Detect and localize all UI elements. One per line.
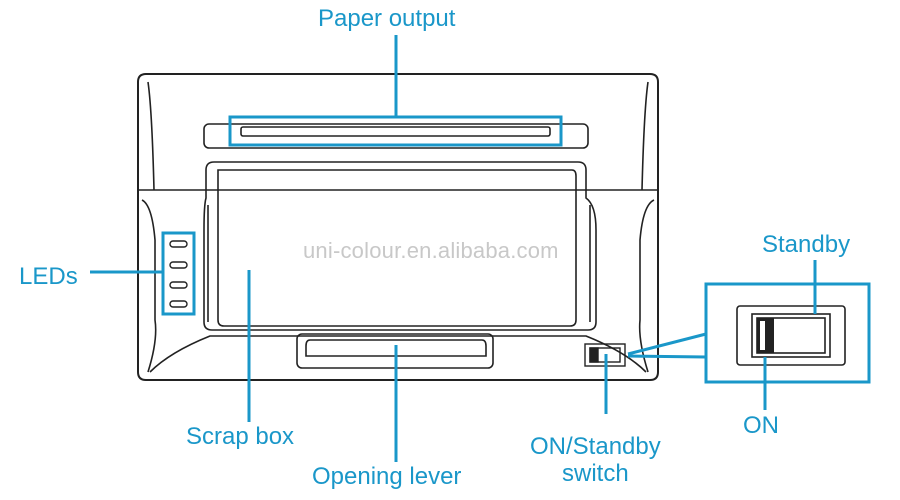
scrap-box-front	[217, 169, 577, 327]
leds-highlight	[161, 231, 196, 316]
standby-label: Standby	[762, 231, 851, 258]
power-switch-label-line2: switch	[562, 460, 629, 487]
opening-lever-label: Opening lever	[312, 463, 462, 490]
body-bottom-contour	[149, 335, 647, 373]
small-switch-on-side	[589, 347, 599, 363]
slot-outer-housing	[203, 123, 589, 149]
body-lower-contour-right	[638, 199, 655, 373]
switch-detail-on-side	[757, 318, 774, 353]
switch-detail-on-highlight	[760, 321, 765, 350]
paper-output-highlight	[228, 115, 563, 147]
printer-body	[137, 73, 659, 381]
switch-detail-frame	[704, 282, 871, 384]
switch-detail-recess	[751, 313, 831, 358]
power-switch-label-line1: ON/Standby	[530, 433, 661, 460]
scrap-box	[203, 161, 597, 331]
watermark-text: uni-colour.en.alibaba.com	[303, 238, 559, 263]
scrap-box-frame	[203, 161, 597, 331]
on-label: ON	[743, 412, 779, 439]
paper-output-slot	[203, 123, 589, 149]
body-lower-contour-left	[141, 199, 157, 373]
detail-connector-bottom	[627, 354, 707, 359]
led-3	[169, 281, 188, 289]
switch-detail-bezel	[736, 305, 846, 366]
switch-detail	[704, 282, 871, 384]
paper-output-label: Paper output	[318, 5, 456, 32]
callout-markers	[90, 35, 817, 462]
led-2	[169, 261, 188, 269]
led-1	[169, 240, 188, 248]
slot-opening	[240, 126, 551, 137]
body-top-inner-line	[147, 81, 649, 191]
led-indicators	[169, 240, 188, 308]
power-switch-label: ON/Standby switch	[530, 433, 661, 487]
led-4	[169, 300, 188, 308]
scrap-box-label: Scrap box	[186, 423, 295, 450]
lever-grip	[305, 339, 487, 357]
detail-connector-top	[627, 332, 707, 356]
body-outline	[137, 73, 659, 381]
leds-label: LEDs	[19, 263, 78, 290]
